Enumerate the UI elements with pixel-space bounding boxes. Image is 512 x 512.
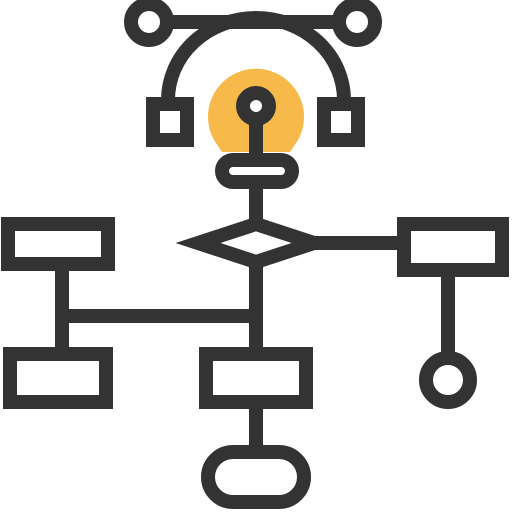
process-box-right <box>397 217 509 277</box>
bezier-curve <box>161 11 351 103</box>
process-box-bottom-center <box>199 347 313 409</box>
idea-bulb <box>207 68 304 189</box>
flowchart-shapes <box>1 216 509 509</box>
bezier-anchor-left <box>124 0 174 47</box>
bezier-pen-tool <box>124 0 382 147</box>
bulb-center-dot <box>236 86 276 126</box>
bezier-handle-square-right <box>317 97 365 147</box>
decision-diamond <box>175 216 337 270</box>
process-box-top-left <box>1 217 115 271</box>
connector-circle-right <box>419 351 477 409</box>
terminal-capsule <box>201 445 311 509</box>
bezier-handle-square-left <box>146 97 194 147</box>
process-box-bottom-left <box>3 347 113 409</box>
bezier-anchor-right <box>332 0 382 47</box>
bulb-base-capsule <box>215 153 299 189</box>
